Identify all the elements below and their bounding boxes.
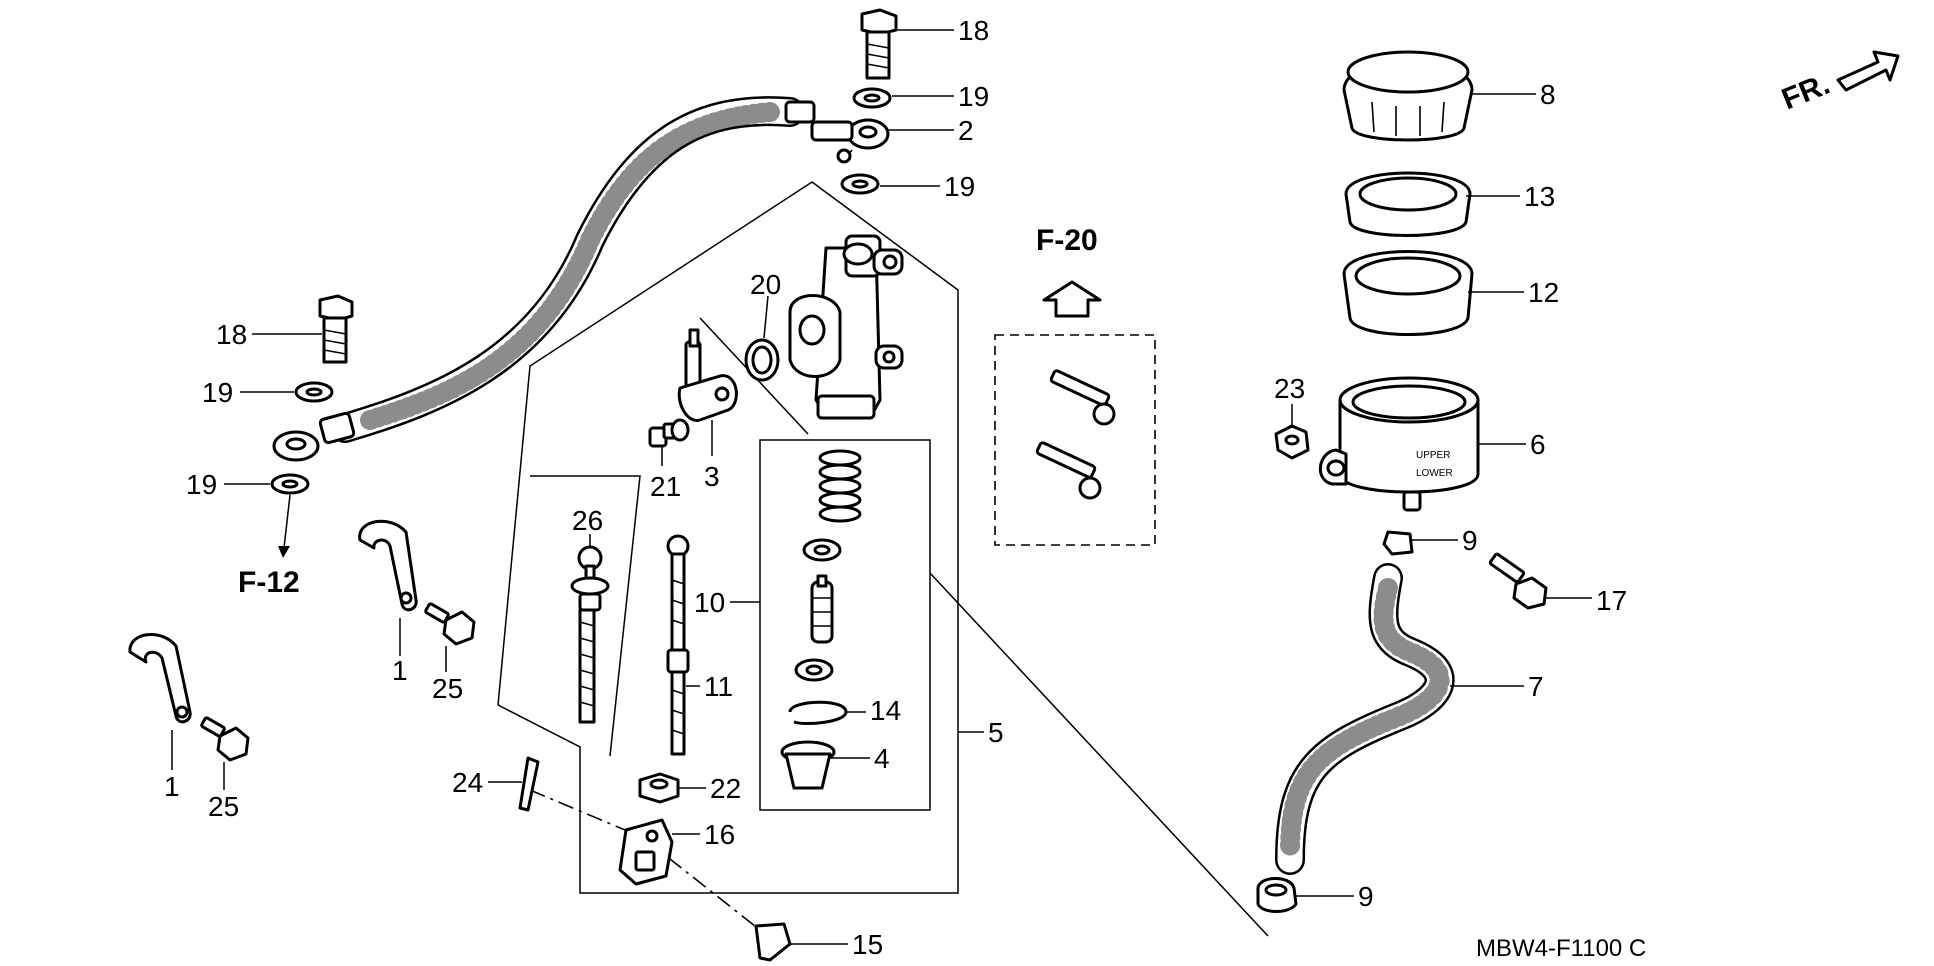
callout-19-left-top: 19 [202,377,233,408]
cotter-pin [518,756,540,812]
set-plate [1344,171,1472,237]
f20-screw-lower [1035,441,1102,500]
callout-10: 10 [694,587,725,618]
reservoir-upper-mark: UPPER [1416,450,1450,461]
callout-9-upper: 9 [1462,525,1478,556]
callout-17: 17 [1596,585,1627,616]
callout-25-left: 25 [208,791,239,822]
callout-26: 26 [572,505,603,536]
callout-22: 22 [710,773,741,804]
callout-19-mid: 19 [944,171,975,202]
master-cylinder-body [788,234,904,420]
callout-25-mid: 25 [432,673,463,704]
clamp-bolt-25-mid [424,602,476,646]
reference-f20: F-20 [1036,224,1098,257]
f20-screw-upper [1049,369,1116,426]
callout-20: 20 [750,269,781,300]
callout-4: 4 [874,743,890,774]
hose-clip-lower [1256,877,1298,913]
callout-19-left-bottom: 19 [186,469,217,500]
banjo-bolt-top [860,8,898,80]
f20-reference-box [994,334,1156,546]
callout-19-top: 19 [958,81,989,112]
callout-23: 23 [1274,373,1305,404]
callout-14: 14 [870,695,901,726]
front-direction-arrow: FR. [1777,50,1900,117]
hose-banjo-eye [810,118,890,164]
master-cylinder-spring [818,449,862,523]
push-rod-26 [570,545,610,724]
reservoir-bolt [1488,552,1548,610]
boot [780,740,836,790]
reservoir: UPPER LOWER [1318,376,1480,512]
callout-1-mid: 1 [392,655,408,686]
callout-8: 8 [1540,79,1556,110]
f20-up-arrow [1042,280,1102,318]
reservoir-diaphragm [1342,250,1474,336]
callout-13: 13 [1524,181,1555,212]
figure-code: MBW4-F1100 C [1476,935,1646,962]
hose-clamp-1-mid [358,519,418,612]
callout-18-left: 18 [216,319,247,350]
leader-lines [171,29,1592,945]
brake-hose [318,96,816,445]
callout-15: 15 [852,929,883,960]
push-rod-nut [638,772,680,804]
callout-11: 11 [704,671,733,702]
push-rod-clevis [618,818,674,886]
callout-7: 7 [1528,671,1544,702]
piston-kit-outline [759,439,931,811]
reference-f12: F-12 [238,566,300,599]
reservoir-hose [1275,563,1455,875]
callout-1-left: 1 [164,771,180,802]
push-rod-11 [666,534,690,756]
clamp-bolt-25-left [200,716,250,762]
circlip [788,700,848,726]
callout-6: 6 [1530,429,1546,460]
hose-clip-upper [1382,530,1414,556]
direction-label: FR. [1777,68,1834,117]
callout-16: 16 [704,819,735,850]
master-cylinder-assembly-outline [497,181,959,894]
reservoir-hose-joint [677,328,738,422]
hose-clamp-1-left [128,633,192,724]
reservoir-lower-mark: LOWER [1416,468,1453,479]
joint-screw [648,418,690,448]
clevis-pin [754,922,792,962]
reservoir-cap [1342,50,1474,142]
callout-9-lower: 9 [1358,881,1374,912]
callout-2: 2 [958,115,974,146]
callout-3: 3 [704,461,720,492]
callout-18-top: 18 [958,15,989,46]
pushrod-kit-outline [530,475,641,757]
callout-21: 21 [650,471,681,502]
hose-banjo-eye-left [272,430,320,462]
reservoir-nut [1274,424,1310,460]
callout-5: 5 [988,717,1004,748]
callout-numbers: 18 19 2 19 20 3 21 18 19 19 26 10 11 14 … [164,15,1627,960]
callout-12: 12 [1528,277,1559,308]
piston [810,574,834,644]
banjo-bolt-left [318,294,354,364]
callout-24: 24 [452,767,483,798]
